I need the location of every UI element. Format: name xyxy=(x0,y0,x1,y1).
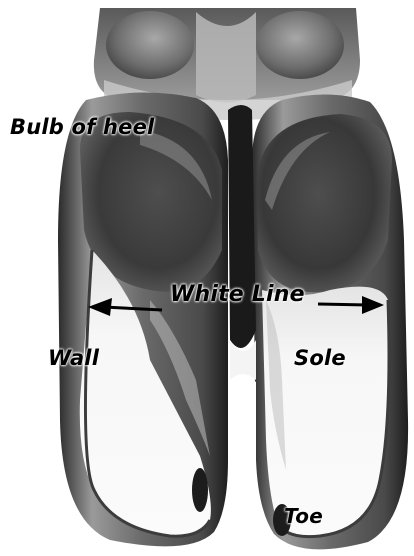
wall-label: Wall xyxy=(48,348,99,369)
toe-label: Toe xyxy=(284,506,323,526)
bulb-of-heel-label: Bulb of heel xyxy=(10,117,154,138)
white-line-label: White Line xyxy=(170,284,305,306)
sole-label: Sole xyxy=(294,348,346,369)
